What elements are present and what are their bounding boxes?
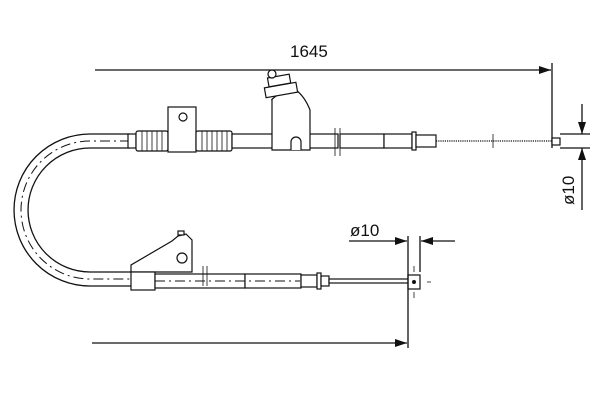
rubber-boot-right xyxy=(195,130,233,152)
upper-cable-section xyxy=(127,69,561,156)
lower-cable-section xyxy=(130,230,431,298)
lower-bracket xyxy=(130,230,193,273)
diameter-label-bottom: ø10 xyxy=(350,221,379,240)
length-label: 1645 xyxy=(290,42,328,61)
return-spring xyxy=(436,134,561,148)
rubber-boot-left xyxy=(135,130,169,152)
mounting-bracket xyxy=(167,106,197,153)
length-dimension: 1645 xyxy=(95,42,553,148)
clip-holder xyxy=(263,69,311,151)
cable-sheath xyxy=(13,133,132,287)
diameter-dimension-right: ø10 xyxy=(559,104,590,210)
end-fitting-upper xyxy=(383,131,437,151)
diameter-dimension-bottom: ø10 xyxy=(349,221,455,348)
end-fitting-lower xyxy=(300,272,330,290)
diameter-label-right: ø10 xyxy=(559,176,578,205)
